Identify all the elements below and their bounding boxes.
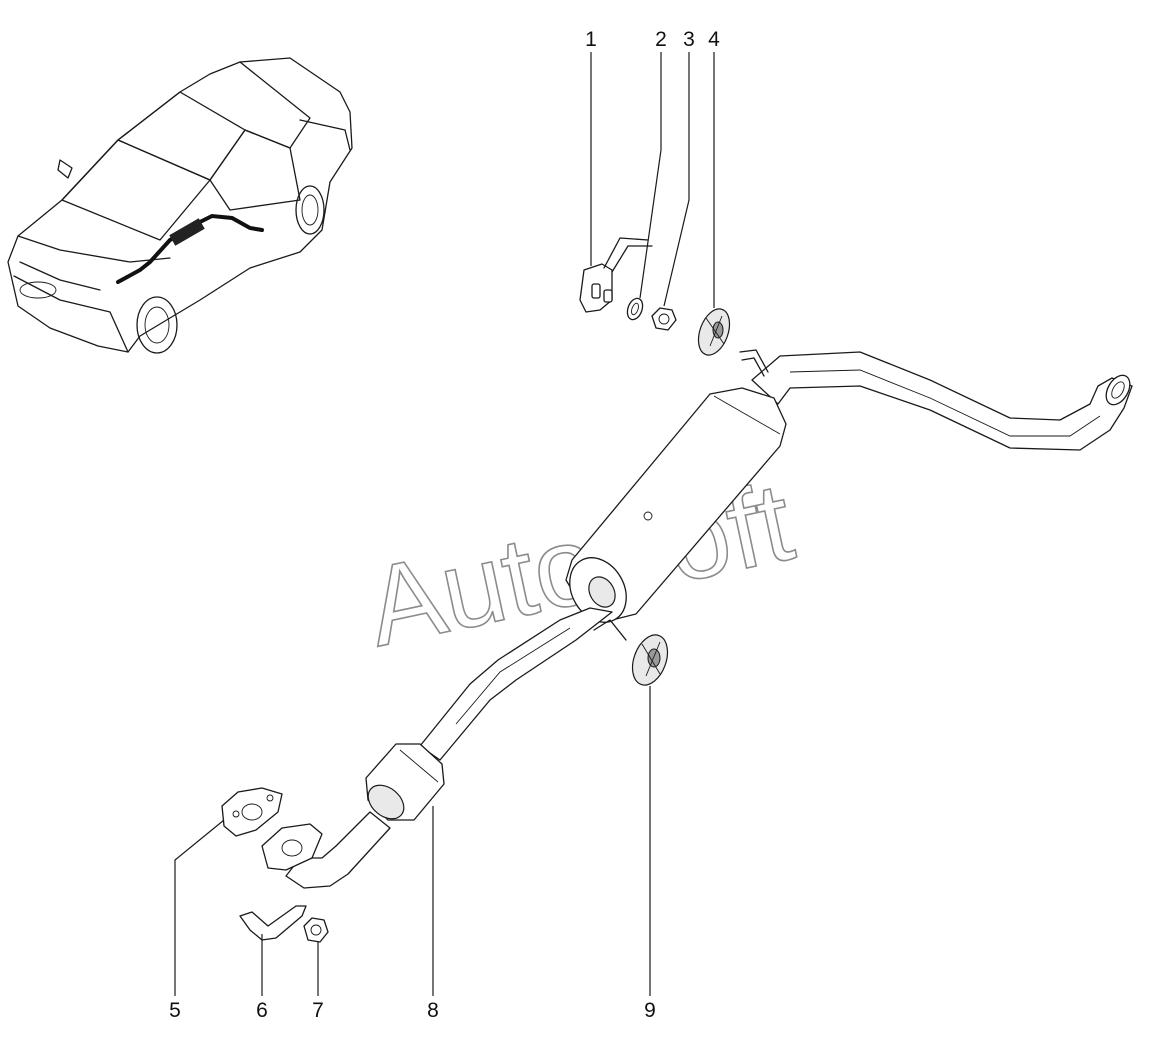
- callout-9: 9: [644, 999, 656, 1022]
- callout-3: 3: [683, 28, 695, 51]
- part-5-gasket: [221, 787, 283, 837]
- part-7-nut: [303, 917, 329, 943]
- part-6-clip: [239, 905, 307, 941]
- leader-lines: [174, 52, 715, 996]
- callout-7: 7: [312, 999, 324, 1022]
- part-1-bracket: [579, 237, 653, 313]
- part-8-exhaust-pipe-assembly: [261, 349, 1133, 889]
- callout-4: 4: [708, 28, 720, 51]
- callout-8: 8: [427, 999, 439, 1022]
- callout-5: 5: [169, 999, 181, 1022]
- callout-2: 2: [655, 28, 667, 51]
- callout-6: 6: [256, 999, 268, 1022]
- part-2-washer: [626, 297, 644, 321]
- car-locator-illustration: [7, 57, 353, 354]
- part-9-rubber-mount: [631, 634, 669, 686]
- part-4-rubber-mount: [697, 308, 731, 356]
- part-3-nut: [651, 307, 677, 331]
- callout-1: 1: [585, 28, 597, 51]
